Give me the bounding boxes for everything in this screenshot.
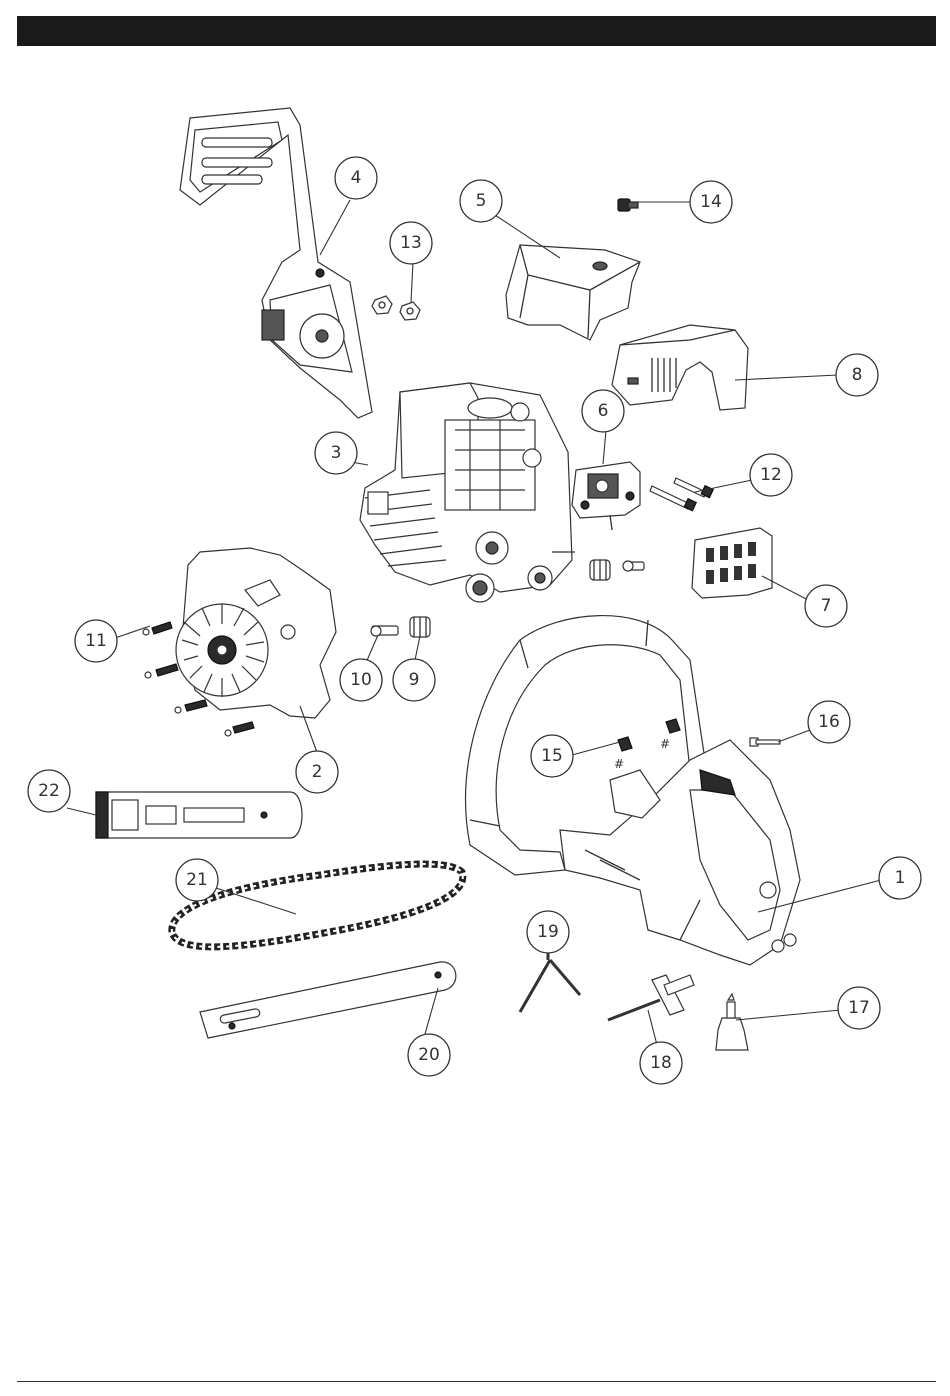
callout-3: 3	[315, 432, 357, 474]
part-spring-pin-lower	[371, 617, 430, 637]
callout-label: 14	[700, 192, 722, 212]
callout-18: 18	[640, 1042, 682, 1084]
callout-19: 19	[527, 911, 569, 953]
callout-4: 4	[335, 157, 377, 199]
callout-22: 22	[28, 770, 70, 812]
callout-9: 9	[393, 659, 435, 701]
callout-label: 21	[186, 870, 208, 890]
callout-label: 5	[476, 191, 487, 211]
part-bottle	[716, 994, 748, 1050]
callout-15: 15	[531, 735, 573, 777]
callout-label: 20	[418, 1045, 440, 1065]
callout-6: 6	[582, 390, 624, 432]
part-carb-bolts	[650, 478, 713, 511]
callout-label: 11	[85, 631, 107, 651]
callout-label: 18	[650, 1053, 672, 1073]
callout-label: 1	[895, 868, 906, 888]
callout-label: 10	[350, 670, 372, 690]
callout-7: 7	[805, 585, 847, 627]
part-carburetor	[572, 462, 640, 530]
callout-label: 8	[852, 365, 863, 385]
callout-label: 9	[409, 670, 420, 690]
callout-label: 22	[38, 781, 60, 801]
callout-20: 20	[408, 1034, 450, 1076]
callout-12: 12	[750, 454, 792, 496]
callout-label: 17	[848, 998, 870, 1018]
callout-label: 16	[818, 712, 840, 732]
callout-label: 13	[400, 233, 422, 253]
footer-rule	[17, 1381, 936, 1382]
part-air-filter	[692, 528, 772, 598]
callout-2: 2	[296, 751, 338, 793]
callout-label: 7	[821, 596, 832, 616]
callout-17: 17	[838, 987, 880, 1029]
part-air-filter-cover	[612, 325, 748, 410]
callout-11: 11	[75, 620, 117, 662]
callout-1: 1	[879, 857, 921, 899]
part-handle-housing	[466, 616, 800, 965]
callout-label: 4	[351, 168, 362, 188]
part-bolt-16	[750, 738, 780, 746]
callout-label: 2	[312, 762, 323, 782]
part-plug-wrench	[608, 975, 694, 1020]
callout-8: 8	[836, 354, 878, 396]
part-top-cover	[506, 245, 640, 340]
part-chain-brake	[180, 108, 372, 418]
part-bar-cover	[96, 792, 302, 838]
callout-21: 21	[176, 859, 218, 901]
callout-label: 19	[537, 922, 559, 942]
callout-label: 3	[331, 443, 342, 463]
part-screw-14	[618, 199, 638, 211]
part-spring-pin-upper	[590, 560, 644, 580]
callout-5: 5	[460, 180, 502, 222]
callout-14: 14	[690, 181, 732, 223]
callout-label: 12	[760, 465, 782, 485]
part-engine	[360, 383, 575, 602]
callout-13: 13	[390, 222, 432, 264]
part-guide-bar	[200, 962, 456, 1038]
part-handle-screws: # #	[614, 719, 680, 771]
svg-text:#: #	[660, 737, 670, 751]
callout-10: 10	[340, 659, 382, 701]
part-starter-housing	[176, 548, 336, 718]
part-nuts	[372, 296, 420, 320]
callout-label: 15	[541, 746, 563, 766]
callout-label: 6	[598, 401, 609, 421]
callout-16: 16	[808, 701, 850, 743]
svg-text:#: #	[614, 757, 624, 771]
